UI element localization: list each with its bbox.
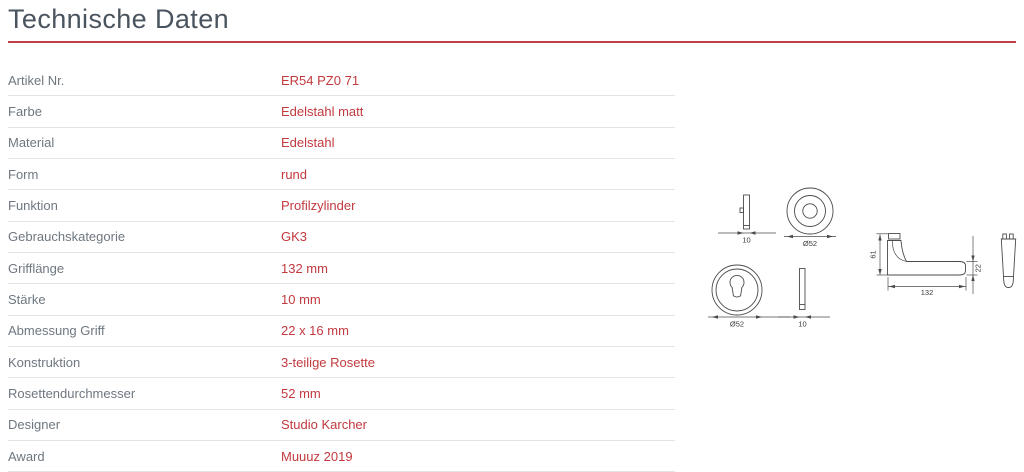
- spec-row-abmessung-griff: Abmessung Griff 22 x 16 mm: [8, 316, 675, 348]
- spec-value: 52 mm: [281, 386, 321, 402]
- spec-row-artikel-nr: Artikel Nr. ER54 PZ0 71: [8, 65, 675, 97]
- spec-value: Profilzylinder: [281, 198, 356, 214]
- dim-label-handle-width: 22: [974, 264, 983, 272]
- spec-row-gebrauchskategorie: Gebrauchskategorie GK3: [8, 222, 675, 254]
- handle-front-view: 61 132 22: [869, 233, 983, 297]
- rosette-side-view-top: 10: [718, 194, 776, 245]
- rosette-front-view: Ø52: [784, 187, 836, 248]
- spec-label: Designer: [8, 417, 61, 433]
- spec-row-grifflaenge: Grifflänge 132 mm: [8, 253, 675, 285]
- spec-label: Funktion: [8, 198, 58, 214]
- spec-value: 132 mm: [281, 260, 328, 276]
- spec-row-staerke: Stärke 10 mm: [8, 284, 675, 316]
- spec-label: Konstruktion: [8, 354, 81, 370]
- spec-label: Gebrauchskategorie: [8, 229, 126, 245]
- spec-value: 3-teilige Rosette: [281, 354, 375, 370]
- spec-row-funktion: Funktion Profilzylinder: [8, 190, 675, 222]
- spec-label: Stärke: [8, 292, 46, 308]
- dim-label-rosette-thickness-bottom: 10: [798, 320, 806, 329]
- spec-label: Abmessung Griff: [8, 323, 105, 339]
- spec-label: Material: [8, 135, 55, 151]
- spec-row-konstruktion: Konstruktion 3-teilige Rosette: [8, 347, 675, 379]
- dim-label-handle-length: 132: [921, 288, 934, 297]
- handle-side-view: [1000, 233, 1017, 288]
- technical-drawings-svg: 10 Ø52 Ø52 10: [708, 187, 1017, 329]
- spec-value: Edelstahl: [281, 135, 335, 151]
- title-underline: [8, 41, 1016, 43]
- spec-table: Artikel Nr. ER54 PZ0 71 Farbe Edelstahl …: [8, 65, 675, 472]
- spec-value: Muuuz 2019: [281, 448, 353, 464]
- spec-row-farbe: Farbe Edelstahl matt: [8, 96, 675, 128]
- spec-value: Edelstahl matt: [281, 104, 364, 120]
- spec-value: 22 x 16 mm: [281, 323, 349, 339]
- page-title: Technische Daten: [8, 4, 230, 34]
- page-header: Technische Daten: [0, 0, 1024, 35]
- dim-label-rosette-thickness-top: 10: [742, 236, 750, 245]
- rosette-side-view-bottom: 10: [778, 268, 830, 329]
- spec-row-rosettendurchmesser: Rosettendurchmesser 52 mm: [8, 378, 675, 410]
- spec-value: 10 mm: [281, 292, 321, 308]
- spec-value: GK3: [281, 229, 308, 245]
- dim-label-rosette-diameter-top: Ø52: [803, 239, 817, 248]
- technical-drawings: 10 Ø52 Ø52 10: [700, 180, 1024, 350]
- spec-value: Studio Karcher: [281, 417, 367, 433]
- dim-label-rosette-diameter-bottom: Ø52: [730, 320, 744, 329]
- spec-label: Form: [8, 166, 39, 182]
- spec-label: Rosettendurchmesser: [8, 386, 136, 402]
- spec-row-designer: Designer Studio Karcher: [8, 410, 675, 442]
- spec-row-award: Award Muuuz 2019: [8, 441, 675, 472]
- spec-value: ER54 PZ0 71: [281, 72, 360, 88]
- spec-label: Farbe: [8, 104, 42, 120]
- spec-value: rund: [281, 166, 308, 182]
- spec-label: Artikel Nr.: [8, 72, 65, 88]
- spec-label: Award: [8, 448, 45, 464]
- spec-row-form: Form rund: [8, 159, 675, 191]
- dim-label-handle-height: 61: [869, 250, 878, 258]
- spec-row-material: Material Edelstahl: [8, 128, 675, 160]
- cylinder-rosette-front-view: Ø52: [708, 264, 790, 329]
- spec-label: Grifflänge: [8, 260, 65, 276]
